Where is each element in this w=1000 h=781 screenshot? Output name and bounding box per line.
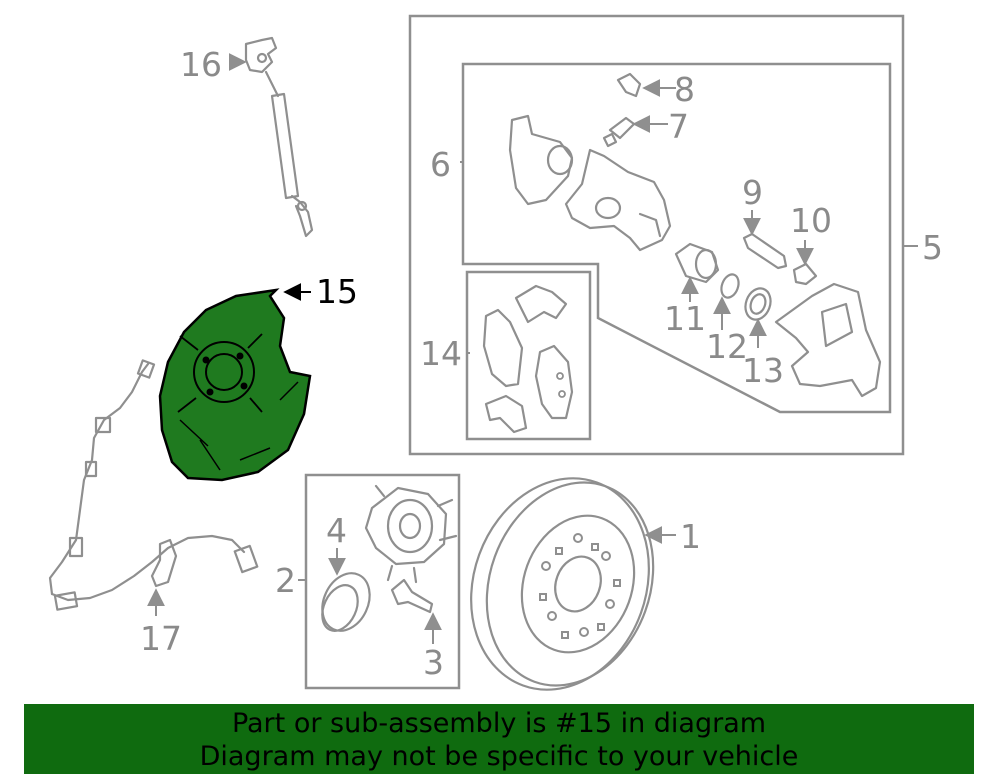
parts-diagram: 16 15 8 7 6 9 10 5 11 12 13 14 1 4 2 3 1… — [48, 14, 943, 700]
guide-pin-part[interactable] — [742, 232, 788, 270]
guide-pin-boot-part[interactable] — [792, 262, 818, 286]
callout-9: 9 — [742, 173, 763, 212]
callout-8: 8 — [674, 70, 695, 109]
hub-assembly-box — [304, 473, 461, 690]
bleeder-screw-part[interactable] — [602, 116, 636, 148]
banner-line-2: Diagram may not be specific to your vehi… — [199, 741, 799, 772]
brake-pad-box — [465, 270, 592, 441]
callout-13: 13 — [742, 351, 784, 390]
dust-cap-part[interactable] — [313, 566, 378, 639]
callout-labels: 16 15 8 7 6 9 10 5 11 12 13 14 1 4 2 3 1… — [140, 45, 943, 682]
callout-11: 11 — [664, 299, 706, 338]
banner-line-1: Part or sub-assembly is #15 in diagram — [231, 708, 767, 739]
callout-4: 4 — [326, 511, 347, 550]
callout-10: 10 — [790, 201, 832, 240]
caliper-housing-part[interactable] — [508, 114, 672, 252]
caliper-bracket-part[interactable] — [774, 282, 882, 398]
piston-seal-part[interactable] — [718, 272, 741, 300]
callout-2: 2 — [275, 561, 296, 600]
callout-3: 3 — [423, 643, 444, 682]
piston-boot-part[interactable] — [741, 285, 774, 323]
brake-rotor-part[interactable] — [442, 453, 680, 700]
info-banner: Part or sub-assembly is #15 in diagram D… — [24, 704, 974, 774]
brake-pad-kit-part[interactable] — [482, 284, 574, 434]
caliper-assembly-box — [408, 14, 905, 456]
hub-bolt-part[interactable] — [390, 578, 434, 614]
callout-5: 5 — [922, 228, 943, 267]
callout-7: 7 — [668, 107, 689, 146]
callout-6: 6 — [430, 145, 451, 184]
piston-part[interactable] — [674, 242, 720, 284]
bleeder-cap-part[interactable] — [616, 72, 642, 98]
callout-15: 15 — [316, 272, 358, 311]
wheel-speed-sensor-part[interactable] — [244, 36, 314, 238]
sensor-harness-part[interactable] — [48, 359, 259, 611]
dust-shield-part[interactable] — [158, 288, 312, 482]
callout-14: 14 — [420, 334, 462, 373]
caliper-subassembly-box — [461, 62, 892, 414]
callout-17: 17 — [140, 619, 182, 658]
callout-1: 1 — [680, 517, 701, 556]
hub-bearing-part[interactable] — [364, 484, 458, 584]
callout-16: 16 — [180, 45, 222, 84]
callout-12: 12 — [706, 327, 748, 366]
leader-lines — [147, 53, 918, 644]
